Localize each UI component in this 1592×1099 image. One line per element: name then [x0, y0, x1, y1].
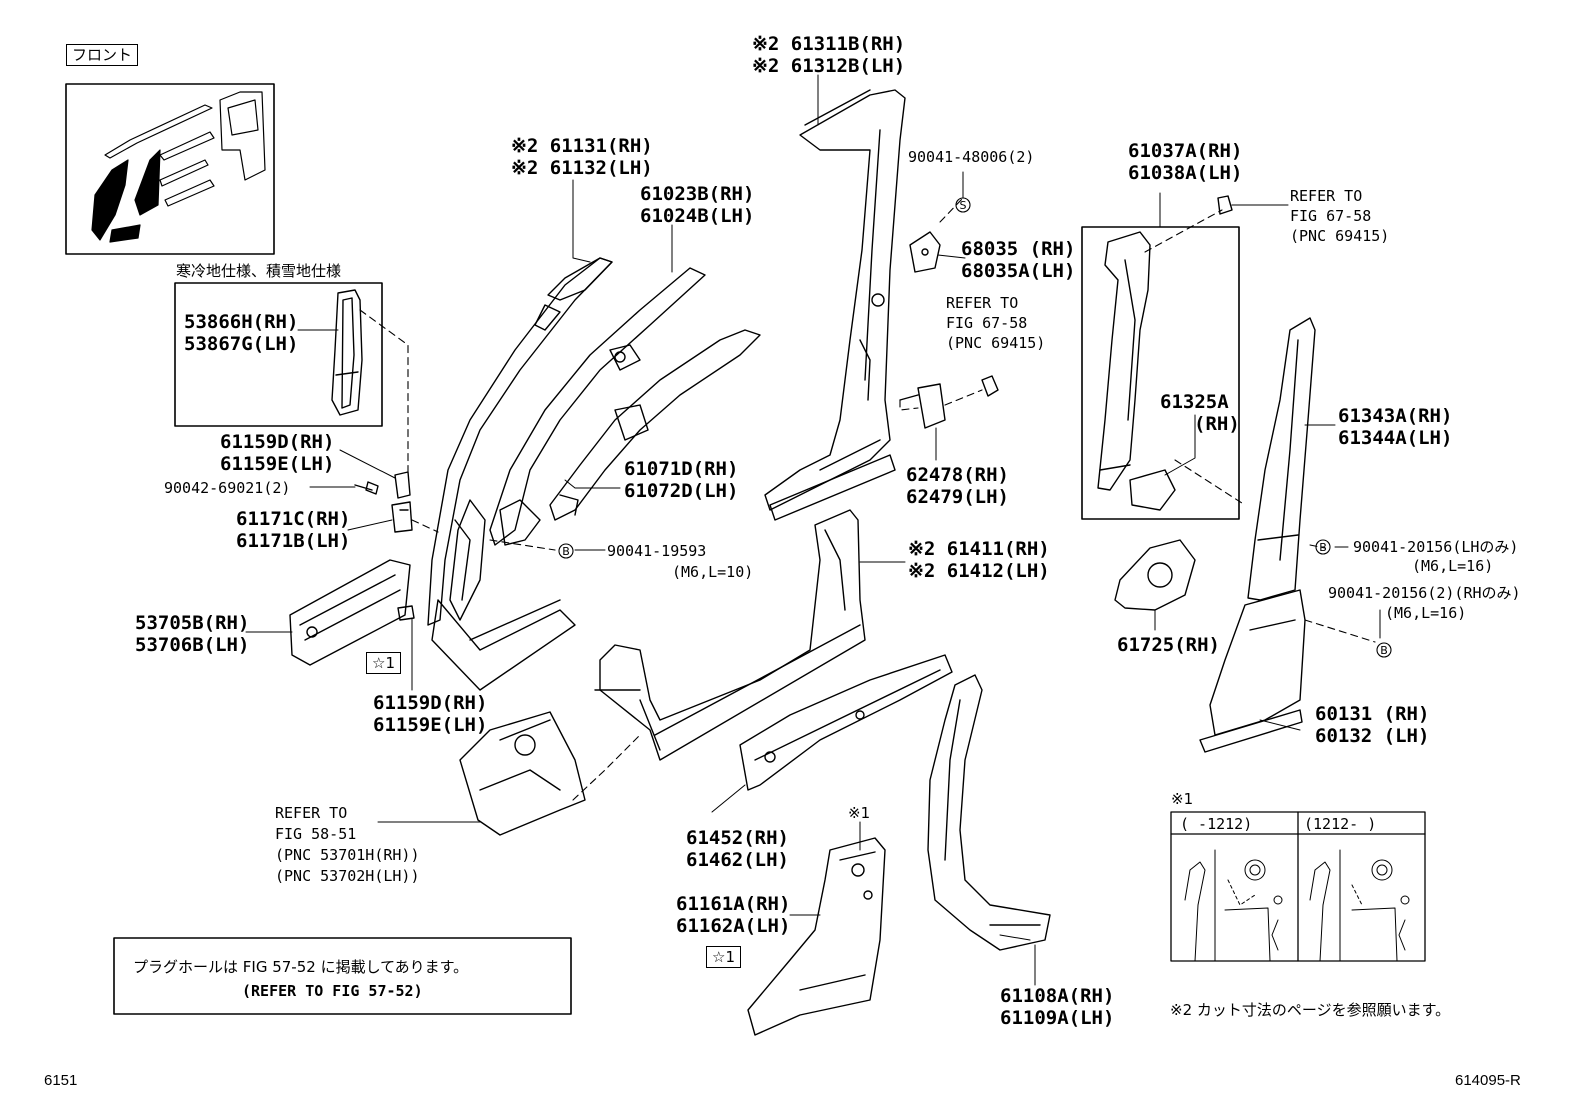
part-53866h-drawing — [331, 289, 363, 416]
circle-marker-b1: B — [562, 545, 570, 558]
part-refer-clip-drawing — [981, 375, 999, 397]
label-61452: 61452(RH)61462(LH) — [686, 827, 789, 871]
part-61171c-drawing — [391, 501, 413, 533]
circle-marker-b3: B — [1380, 644, 1388, 657]
label-90041-19593-spec: (M6,L=10) — [672, 563, 754, 581]
label-90042-69021: 90042-69021(2) — [164, 479, 291, 497]
part-61411-drawing — [594, 509, 866, 761]
label-61131: ※2 61131(RH)※2 61132(LH) — [511, 135, 653, 179]
label-61311b: ※2 61311B(RH)※2 61312B(LH) — [752, 33, 906, 77]
label-90041-48006: 90041-48006(2) — [908, 148, 1035, 166]
part-refer-clip-2-drawing — [1217, 195, 1233, 215]
part-60131-drawing — [1199, 589, 1306, 753]
star-marker-1: ☆1 — [366, 652, 401, 674]
circle-marker-s: S — [960, 199, 967, 212]
label-61411: ※2 61411(RH)※2 61412(LH) — [908, 538, 1050, 582]
label-60131: 60131 (RH)60132 (LH) — [1315, 703, 1430, 747]
part-61071d-drawing — [549, 329, 761, 521]
cut-dimension-note: ※2 カット寸法のページを参照願います。 — [1170, 1001, 1451, 1019]
part-61131-drawing — [427, 257, 613, 691]
inset-detail-table — [1170, 811, 1426, 962]
part-61159d-upper-drawing — [394, 471, 411, 499]
star-marker-2: ☆1 — [706, 946, 741, 968]
part-61343a-drawing — [1247, 317, 1316, 601]
label-90041-20156-lh: 90041-20156(LHのみ) — [1353, 538, 1519, 556]
label-61171c: 61171C(RH)61171B(LH) — [236, 508, 351, 552]
plug-note-line1: プラグホールは FIG 57-52 に掲載してあります。 — [133, 958, 469, 976]
part-62478-drawing — [899, 383, 946, 429]
leader-lines — [245, 74, 1381, 986]
label-61037a: 61037A(RH)61038A(LH) — [1128, 140, 1243, 184]
part-61023b-drawing — [489, 267, 706, 546]
overview-vehicle-icon — [91, 91, 266, 243]
quarter-assy-box — [1081, 226, 1240, 520]
dashed-lines — [359, 197, 1376, 801]
inset-detail-drawings — [1184, 849, 1410, 962]
part-90042-bolt-drawing — [354, 481, 379, 495]
label-61159d-upper: 61159D(RH)61159E(LH) — [220, 431, 335, 475]
part-61725-drawing — [1114, 539, 1196, 611]
cold-spec-note: 寒冷地仕様、積雪地仕様 — [176, 262, 342, 280]
plug-note-box — [113, 937, 572, 1015]
cold-spec-box — [174, 282, 383, 427]
inset-marker: ※1 — [1171, 790, 1194, 808]
part-61452-drawing — [739, 654, 953, 791]
label-90041-20156-rh: 90041-20156(2)(RHのみ) — [1328, 584, 1521, 602]
overview-box — [65, 83, 275, 255]
part-61159d-lower-drawing — [397, 605, 415, 621]
part-wheelhouse-drawing — [459, 711, 586, 836]
label-61071d: 61071D(RH)61072D(LH) — [624, 458, 739, 502]
circle-marker-b2: B — [1319, 541, 1327, 554]
label-53866h: 53866H(RH)53867G(LH) — [184, 311, 299, 355]
label-53705b: 53705B(RH)53706B(LH) — [135, 612, 250, 656]
label-68035: 68035 (RH)68035A(LH) — [961, 238, 1076, 282]
inset-col1-head: ( -1212) — [1180, 815, 1253, 833]
label-61023b: 61023B(RH)61024B(LH) — [640, 183, 755, 227]
label-90041-19593: 90041-19593 — [607, 542, 707, 560]
footer-right-code: 614095-R — [1455, 1072, 1521, 1089]
part-68035-drawing — [909, 231, 941, 273]
label-90041-20156-rh-spec: (M6,L=16) — [1385, 604, 1467, 622]
part-61161a-drawing — [747, 837, 886, 1036]
circle-markers — [558, 197, 1392, 658]
front-label: フロント — [66, 44, 139, 66]
label-61325a: 61325A(RH) — [1160, 391, 1240, 435]
inset-col2-head: (1212- ) — [1304, 815, 1377, 833]
part-53705b-drawing — [289, 559, 411, 666]
note-marker-1: ※1 — [848, 804, 871, 822]
part-61311b-drawing — [764, 89, 906, 521]
label-62478: 62478(RH)62479(LH) — [906, 464, 1009, 508]
label-61161a: 61161A(RH)61162A(LH) — [676, 893, 791, 937]
label-61725: 61725(RH) — [1117, 634, 1220, 656]
part-61108a-drawing — [927, 674, 1051, 951]
part-61325a-drawing — [1129, 469, 1176, 511]
label-61159d-lower: 61159D(RH)61159E(LH) — [373, 692, 488, 736]
label-90041-20156-lh-spec: (M6,L=16) — [1412, 557, 1494, 575]
part-61037a-drawing — [1097, 231, 1151, 491]
label-61108a: 61108A(RH)61109A(LH) — [1000, 985, 1115, 1029]
footer-left-code: 6151 — [44, 1072, 78, 1089]
plug-note-line2: (REFER TO FIG 57-52) — [242, 982, 423, 1000]
label-61343a: 61343A(RH)61344A(LH) — [1338, 405, 1453, 449]
